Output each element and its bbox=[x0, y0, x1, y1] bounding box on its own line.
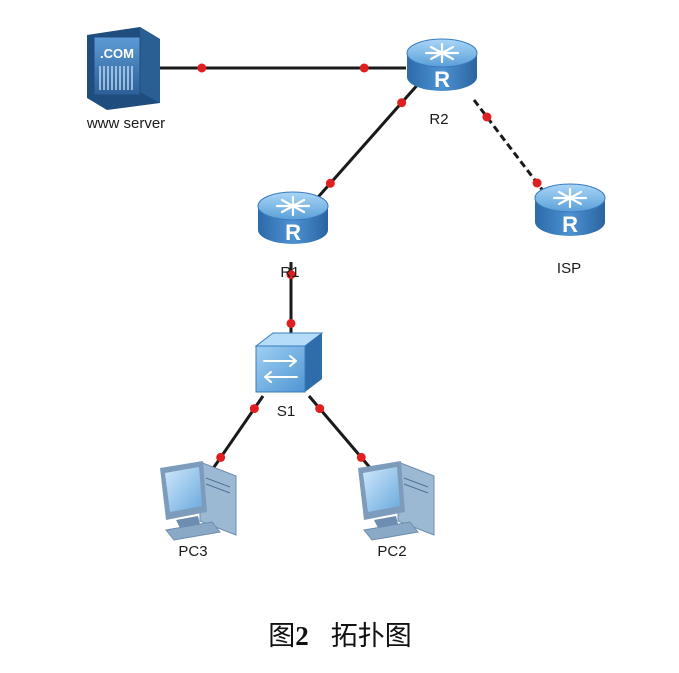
pc-icon bbox=[358, 461, 435, 541]
pc-node-pc2[interactable]: PC2 bbox=[358, 461, 435, 560]
port-dot bbox=[286, 270, 296, 280]
links-layer bbox=[160, 63, 552, 471]
port-dot bbox=[356, 452, 366, 462]
switch-node-s1[interactable]: S1 bbox=[254, 332, 324, 420]
router-letter: R bbox=[562, 212, 578, 237]
router-letter: R bbox=[285, 220, 301, 245]
port-dot bbox=[325, 178, 335, 188]
node-label-isp: ISP bbox=[557, 260, 581, 277]
router-icon: R bbox=[256, 190, 330, 246]
pc-node-pc3[interactable]: PC3 bbox=[160, 461, 237, 560]
router-node-r1[interactable]: R R1 bbox=[256, 190, 330, 281]
figure-caption: 图2 拓扑图 bbox=[268, 621, 412, 652]
com-badge: .COM bbox=[100, 46, 134, 61]
port-dot bbox=[532, 178, 542, 188]
router-letter: R bbox=[434, 67, 450, 92]
port-dot bbox=[359, 63, 369, 73]
node-label-pc3: PC3 bbox=[178, 543, 207, 560]
www-server-node[interactable]: .COM www server bbox=[86, 27, 165, 132]
port-dot bbox=[482, 112, 492, 122]
router-node-isp[interactable]: R ISP bbox=[533, 182, 607, 277]
node-label-s1: S1 bbox=[277, 403, 295, 420]
node-label-r1: R1 bbox=[280, 264, 299, 281]
com-server-icon: .COM bbox=[87, 27, 160, 110]
node-label-r2: R2 bbox=[429, 111, 448, 128]
router-node-r2[interactable]: R R2 bbox=[405, 37, 479, 128]
port-dot bbox=[249, 404, 259, 414]
router-icon: R bbox=[533, 182, 607, 238]
pc-icon bbox=[160, 461, 237, 541]
switch-icon bbox=[254, 332, 324, 393]
caption-number: 2 bbox=[295, 621, 309, 651]
port-dot bbox=[197, 63, 207, 73]
port-dot bbox=[315, 404, 325, 414]
port-dot bbox=[397, 98, 407, 108]
node-label-pc2: PC2 bbox=[377, 543, 406, 560]
caption-title: 拓扑图 bbox=[331, 621, 412, 652]
caption-text: 图2 拓扑图 bbox=[268, 621, 412, 652]
port-dot bbox=[216, 452, 226, 462]
port-dot bbox=[286, 318, 296, 328]
node-label-www-server: www server bbox=[86, 115, 165, 132]
caption-prefix: 图 bbox=[268, 621, 295, 652]
router-icon: R bbox=[405, 37, 479, 93]
